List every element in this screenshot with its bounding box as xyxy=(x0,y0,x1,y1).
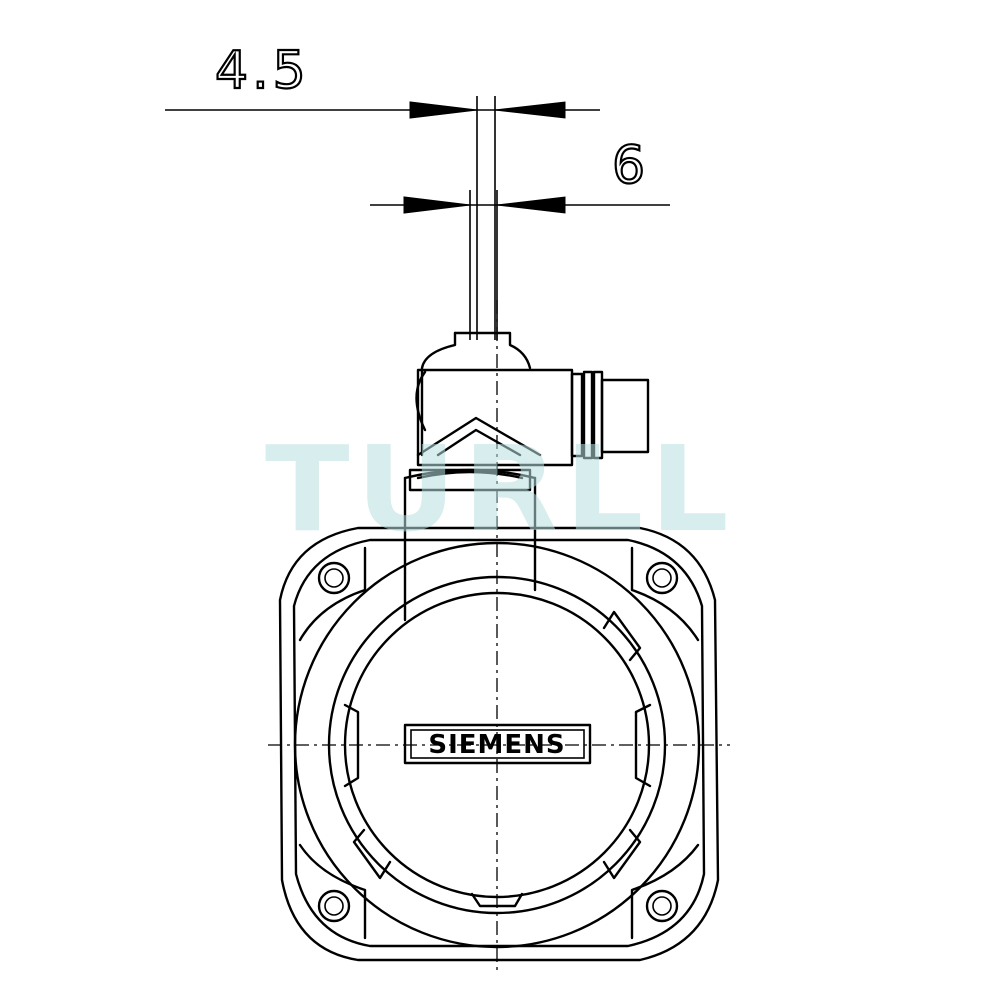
dimension-bottom-label: 6 xyxy=(612,136,649,196)
motor-flange xyxy=(278,526,720,962)
dimension-bottom: 6 xyxy=(370,135,670,340)
siemens-logo-badge: SIEMENS xyxy=(403,723,592,765)
centre-lines xyxy=(268,300,730,975)
angled-connector xyxy=(415,331,650,467)
logo-text: SIEMENS xyxy=(428,730,565,760)
bolt-hole-top-right xyxy=(645,561,679,595)
dimension-top: 4.5 xyxy=(165,40,600,340)
bolt-hole-bottom-left xyxy=(317,889,351,923)
dimension-top-label: 4.5 xyxy=(215,41,310,101)
bolt-hole-bottom-right xyxy=(645,889,679,923)
bolt-hole-top-left xyxy=(317,561,351,595)
watermark: TURLL xyxy=(265,420,735,558)
connector-housing xyxy=(403,468,537,622)
